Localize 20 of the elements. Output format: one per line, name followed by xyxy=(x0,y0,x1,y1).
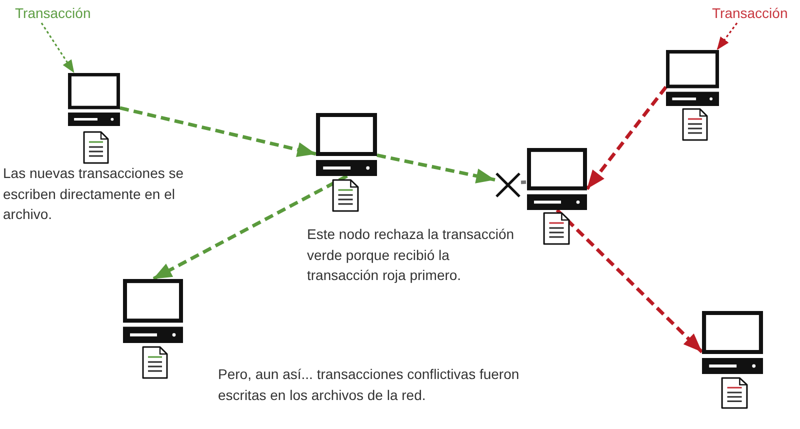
note-text: Pero, aun así... transacciones conflictivas fueron escritas en los archivos de la red. xyxy=(218,365,520,404)
dashed-line xyxy=(520,180,528,184)
dashed-arrow xyxy=(152,174,348,281)
computer-icon xyxy=(702,311,763,374)
computer-icon xyxy=(527,148,587,210)
dashed-arrow xyxy=(40,22,75,74)
cross-mark-icon xyxy=(495,172,521,198)
computer-icon xyxy=(666,50,719,106)
dashed-arrow xyxy=(586,86,668,190)
node-label: Transacción xyxy=(712,3,788,23)
node-label: Transacción xyxy=(15,3,91,23)
dashed-arrow xyxy=(716,22,738,50)
computer-icon xyxy=(316,113,377,176)
dashed-arrow xyxy=(120,106,316,157)
dashed-arrow xyxy=(556,208,704,354)
dashed-arrow xyxy=(376,154,496,184)
computer-icon xyxy=(68,73,120,126)
note-text: Este nodo rechaza la transacción verde porque recibió la transacción roja primero. xyxy=(307,225,516,285)
note-text: Las nuevas transacciones se escriben directamente en el archivo. xyxy=(3,164,185,224)
computer-icon xyxy=(123,279,183,343)
